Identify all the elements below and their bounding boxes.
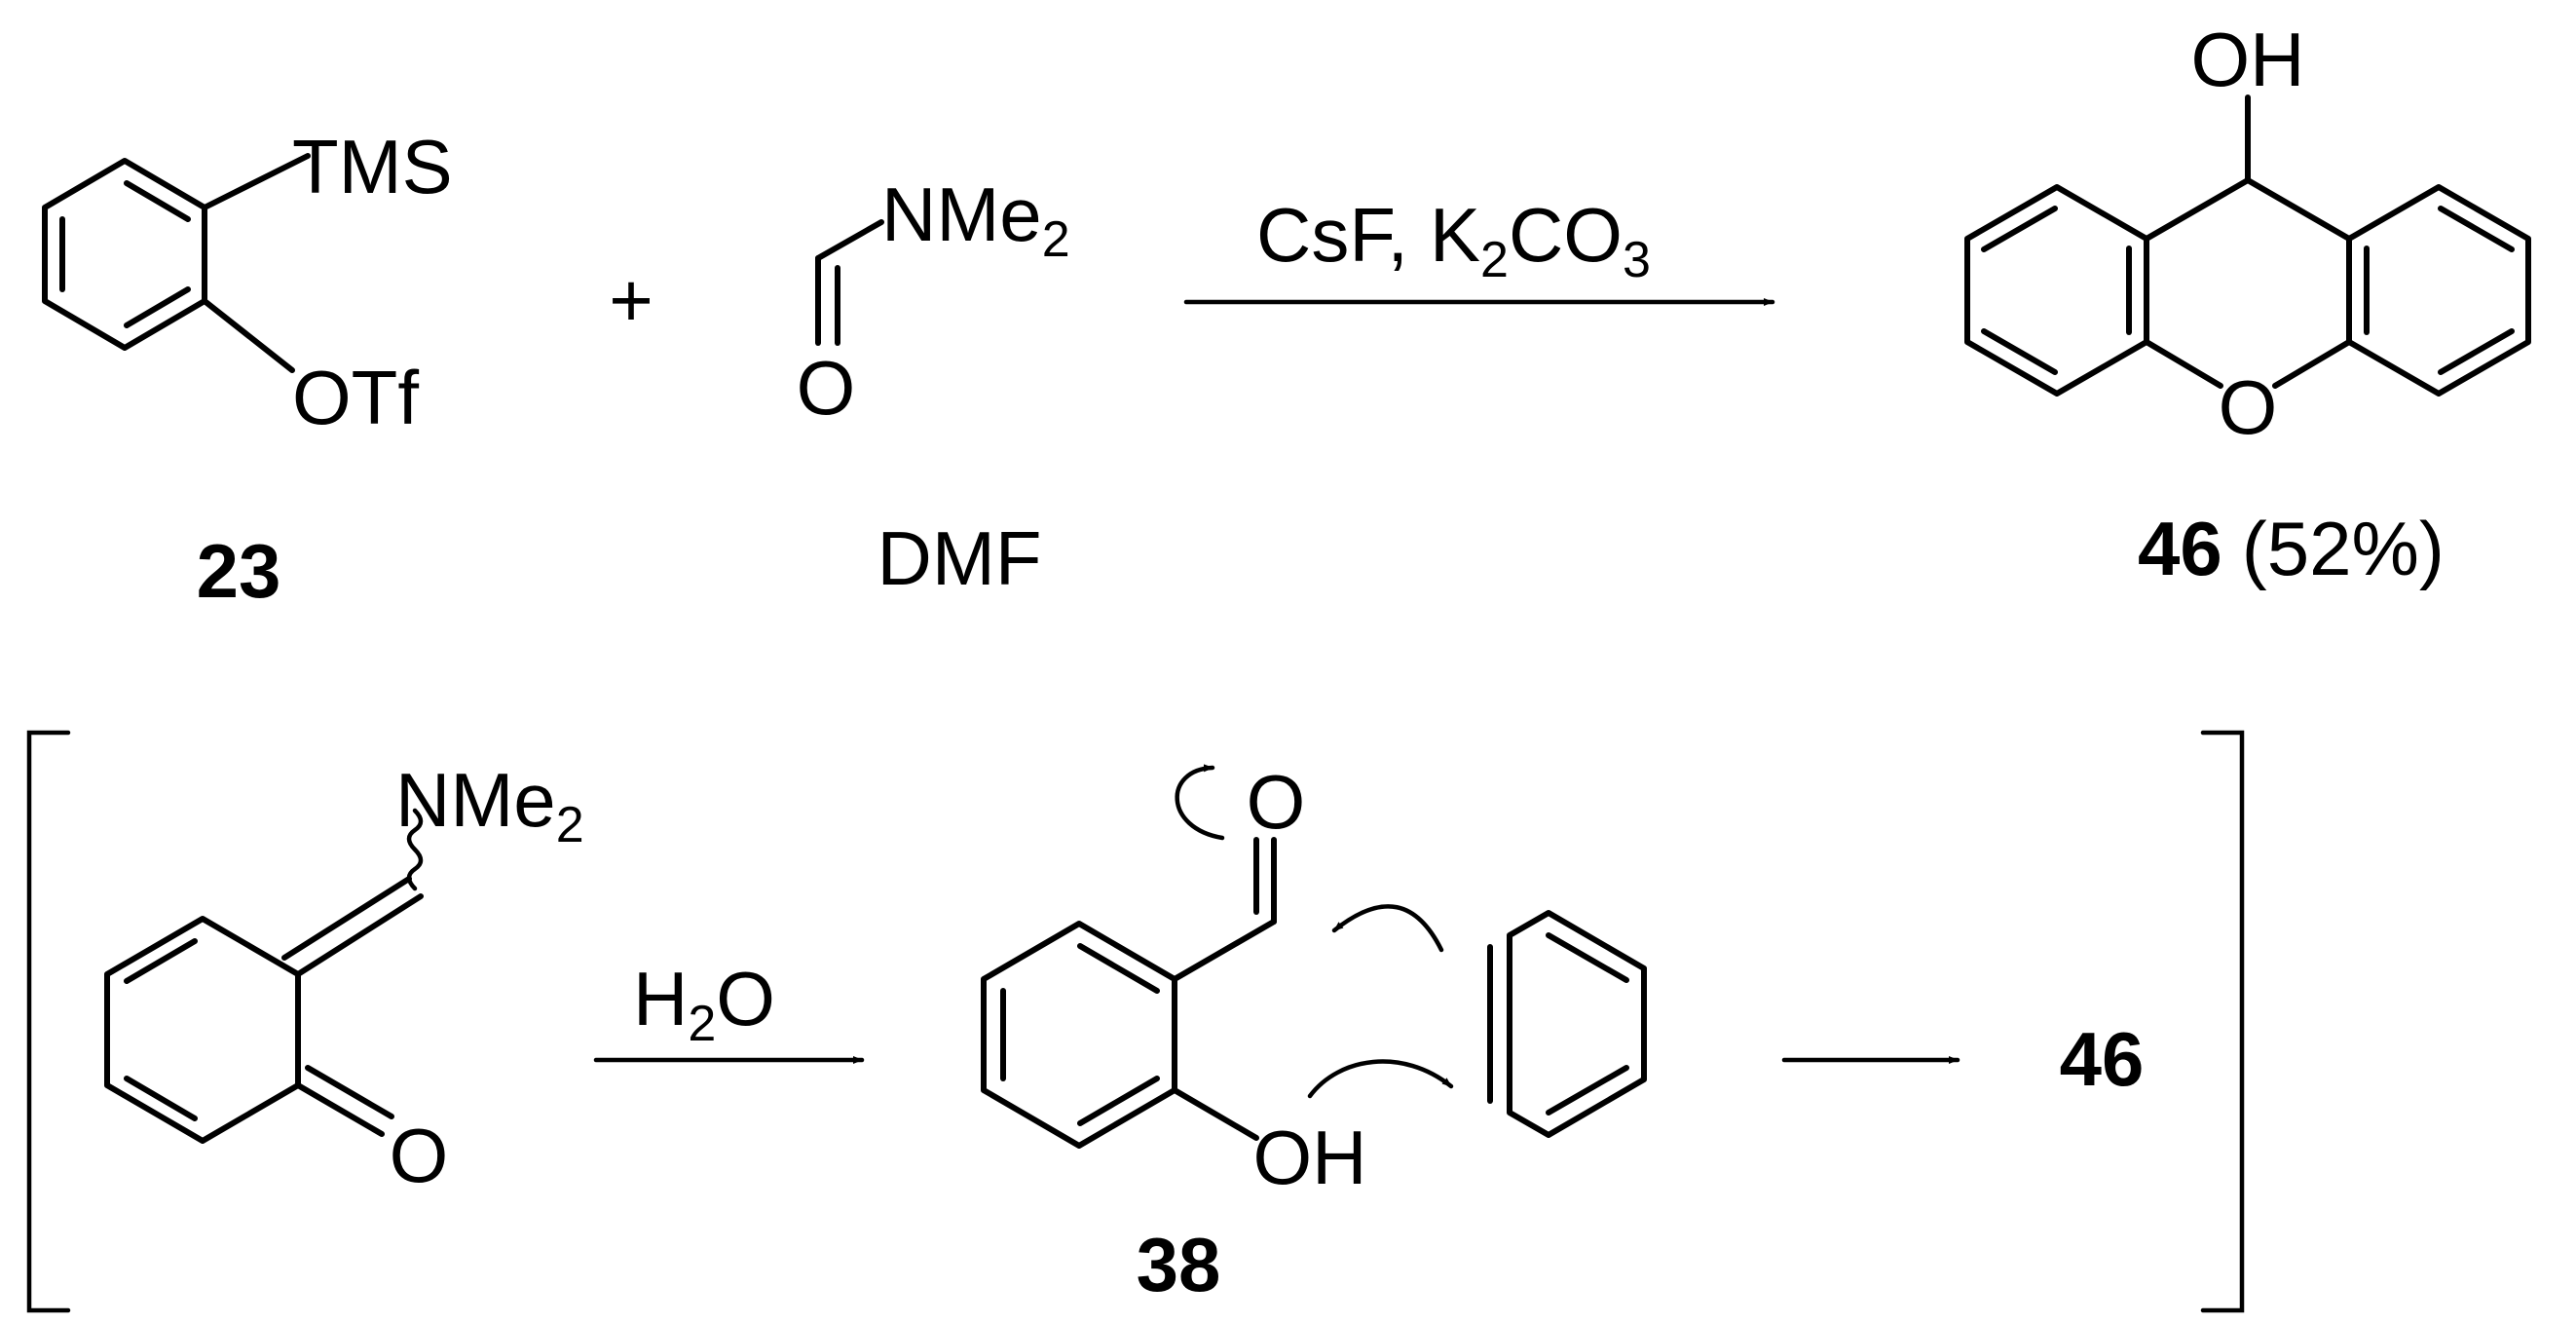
compound-46-structure: [1964, 95, 2531, 397]
intermediate-nme-text: NMe: [395, 757, 556, 843]
left-bracket: [26, 730, 71, 1313]
dmf-nme-text: NMe: [881, 171, 1042, 257]
yield-text: (52%): [2242, 506, 2445, 591]
o-text: O: [716, 956, 775, 1041]
dmf-nme-label: NMe2: [881, 171, 1070, 268]
dmf-name: DMF: [877, 515, 1042, 601]
k-subscript: 2: [1480, 232, 1509, 288]
intermediate-nme-label: NMe2: [395, 757, 584, 853]
otf-label: OTf: [292, 355, 419, 440]
h2o-subscript: 2: [688, 996, 716, 1052]
salicylaldehyde-structure: [981, 837, 1277, 1149]
curved-arrow-carbonyl: [1175, 764, 1225, 841]
curved-arrow-hydroxyl: [1307, 1059, 1454, 1099]
right-bracket: [2200, 730, 2245, 1313]
h-text: H: [633, 956, 688, 1041]
intermediate-nme-subscript: 2: [556, 797, 584, 853]
co-text: CO: [1509, 192, 1623, 278]
csf-text: CsF,: [1256, 192, 1408, 278]
compound-46-caption: 46(52%): [2138, 506, 2445, 591]
final-product-number: 46: [2060, 1016, 2145, 1102]
quinone-methide-structure: [104, 808, 424, 1144]
compound-23-structure: [42, 153, 311, 373]
dmf-structure: [815, 219, 884, 346]
plus-sign: +: [609, 257, 653, 343]
product-ring-o-label: O: [2219, 364, 2278, 450]
tms-label: TMS: [292, 124, 453, 209]
benzyne-structure: [1487, 910, 1647, 1138]
k-text: K: [1430, 192, 1480, 278]
compound-38-number: 38: [1137, 1222, 1221, 1307]
dmf-o-label: O: [797, 345, 856, 431]
h2o-label: H2O: [633, 956, 775, 1052]
o-subscript: 3: [1623, 232, 1651, 288]
dmf-nme-subscript: 2: [1042, 211, 1070, 268]
aldehyde-o-label: O: [1247, 759, 1306, 845]
compound-46-number: 46: [2138, 506, 2222, 591]
intermediate-o-label: O: [390, 1113, 449, 1198]
product-oh-label: OH: [2191, 17, 2305, 102]
conditions-label: CsF, K2CO3: [1256, 192, 1651, 288]
compound-23-number: 23: [197, 528, 281, 614]
curved-arrow-aryl-attack: [1331, 904, 1444, 953]
salicylaldehyde-oh-label: OH: [1253, 1115, 1367, 1200]
